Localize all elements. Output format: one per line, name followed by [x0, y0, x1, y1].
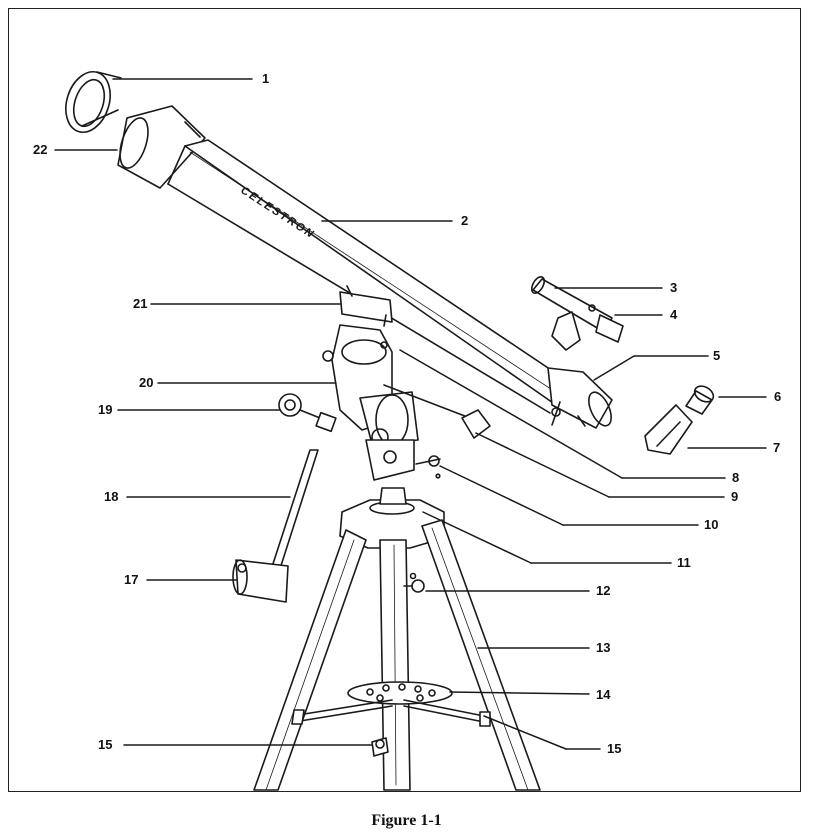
- star-diagonal: [644, 404, 693, 455]
- tray-braces: [291, 699, 491, 727]
- callout-22: 22: [33, 142, 48, 157]
- focuser: [547, 367, 613, 429]
- callout-19: 19: [98, 402, 113, 417]
- callout-7: 7: [773, 440, 781, 455]
- figure-frame: [8, 8, 801, 792]
- eyepiece: [685, 385, 715, 415]
- center-column: [379, 539, 425, 791]
- leg-clamp: [371, 737, 389, 757]
- callout-8: 8: [732, 470, 740, 485]
- mount-head: [322, 324, 419, 481]
- objective-housing: [117, 105, 206, 189]
- slow-motion-cable: [383, 384, 491, 439]
- accessory-tray: [347, 681, 453, 705]
- figure-caption: Figure 1-1: [371, 812, 442, 829]
- counterweight: [232, 559, 289, 603]
- callout-1: 1: [262, 71, 270, 86]
- latitude-knob: [415, 455, 441, 479]
- callout-12: 12: [596, 583, 611, 598]
- callout-15-right: 15: [607, 741, 622, 756]
- leader-lines: [54, 78, 767, 750]
- callout-20: 20: [139, 375, 154, 390]
- callout-2: 2: [461, 213, 469, 228]
- callout-13: 13: [596, 640, 611, 655]
- finderscope: [530, 276, 624, 351]
- callout-3: 3: [670, 280, 678, 295]
- tripod-head: [339, 487, 445, 549]
- callout-11: 11: [677, 555, 691, 570]
- callout-9: 9: [731, 489, 739, 504]
- callout-17: 17: [124, 572, 139, 587]
- callout-10: 10: [704, 517, 719, 532]
- callout-6: 6: [774, 389, 782, 404]
- callout-15-left: 15: [98, 737, 113, 752]
- callout-14: 14: [596, 687, 611, 702]
- callout-4: 4: [670, 307, 678, 322]
- tube-bracket: [339, 285, 393, 327]
- counterweight-bar: [269, 449, 319, 576]
- slow-motion-knob: [278, 393, 337, 433]
- callout-21: 21: [133, 296, 148, 311]
- tripod-legs: [253, 519, 541, 791]
- callout-5: 5: [713, 348, 721, 363]
- dew-cap: [65, 71, 122, 133]
- callout-18: 18: [104, 489, 119, 504]
- telescope-diagram: CELESTRON: [54, 71, 767, 791]
